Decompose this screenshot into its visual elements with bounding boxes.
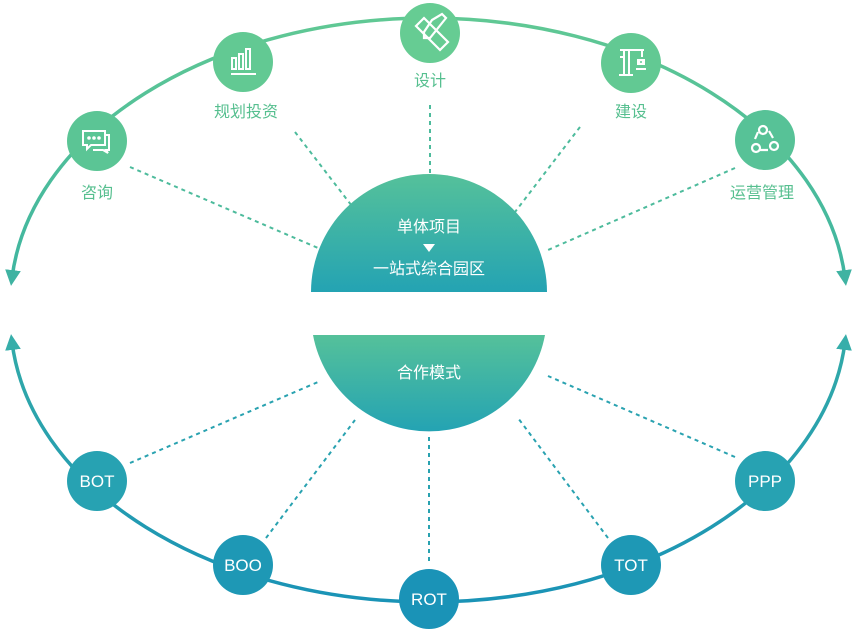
center-bottom-half [313,335,545,432]
model-label: ROT [411,590,447,609]
connector-line [265,419,356,539]
connector-line [294,131,356,211]
model-label: BOT [80,472,115,491]
service-label: 运营管理 [730,183,794,202]
service-node-consult[interactable]: 咨询 [67,111,127,202]
model-node-ppp[interactable]: PPP [735,451,795,511]
model-node-tot[interactable]: TOT [601,535,661,595]
model-label: BOO [224,556,262,575]
service-label: 设计 [414,71,446,90]
model-node-bot[interactable]: BOT [67,451,127,511]
model-node-boo[interactable]: BOO [213,535,273,595]
crane-icon [619,49,646,76]
down-triangle-icon [423,244,435,252]
connector-line [514,126,581,213]
ruler-pencil-icon [414,12,450,52]
center-top-line1: 单体项目 [397,217,461,236]
service-node-operation[interactable]: 运营管理 [730,110,795,202]
center-bottom-label: 合作模式 [397,363,461,382]
connector-line [517,417,609,539]
model-node-rot[interactable]: ROT [399,569,459,629]
chat-bubbles-icon [82,130,110,154]
connector-line [129,166,319,249]
connector-line [129,381,319,464]
upper-connectors [129,105,736,251]
center-top-line2: 一站式综合园区 [373,259,485,278]
connector-line [547,167,736,251]
service-label: 建设 [615,102,647,121]
service-node-planning-investment[interactable]: 规划投资 [213,32,278,121]
lower-connectors [129,375,736,565]
service-label: 咨询 [81,183,113,202]
connector-line [547,375,736,458]
model-label: TOT [614,556,648,575]
service-node-design[interactable]: 设计 [400,3,460,90]
cycle-nodes-icon [750,124,780,154]
bar-chart-icon [231,48,256,75]
service-node-construction[interactable]: 建设 [601,33,661,121]
center-circle: 单体项目 一站式综合园区 合作模式 [311,174,547,432]
center-top-half [311,174,547,292]
service-label: 规划投资 [214,102,278,121]
model-label: PPP [748,472,782,491]
